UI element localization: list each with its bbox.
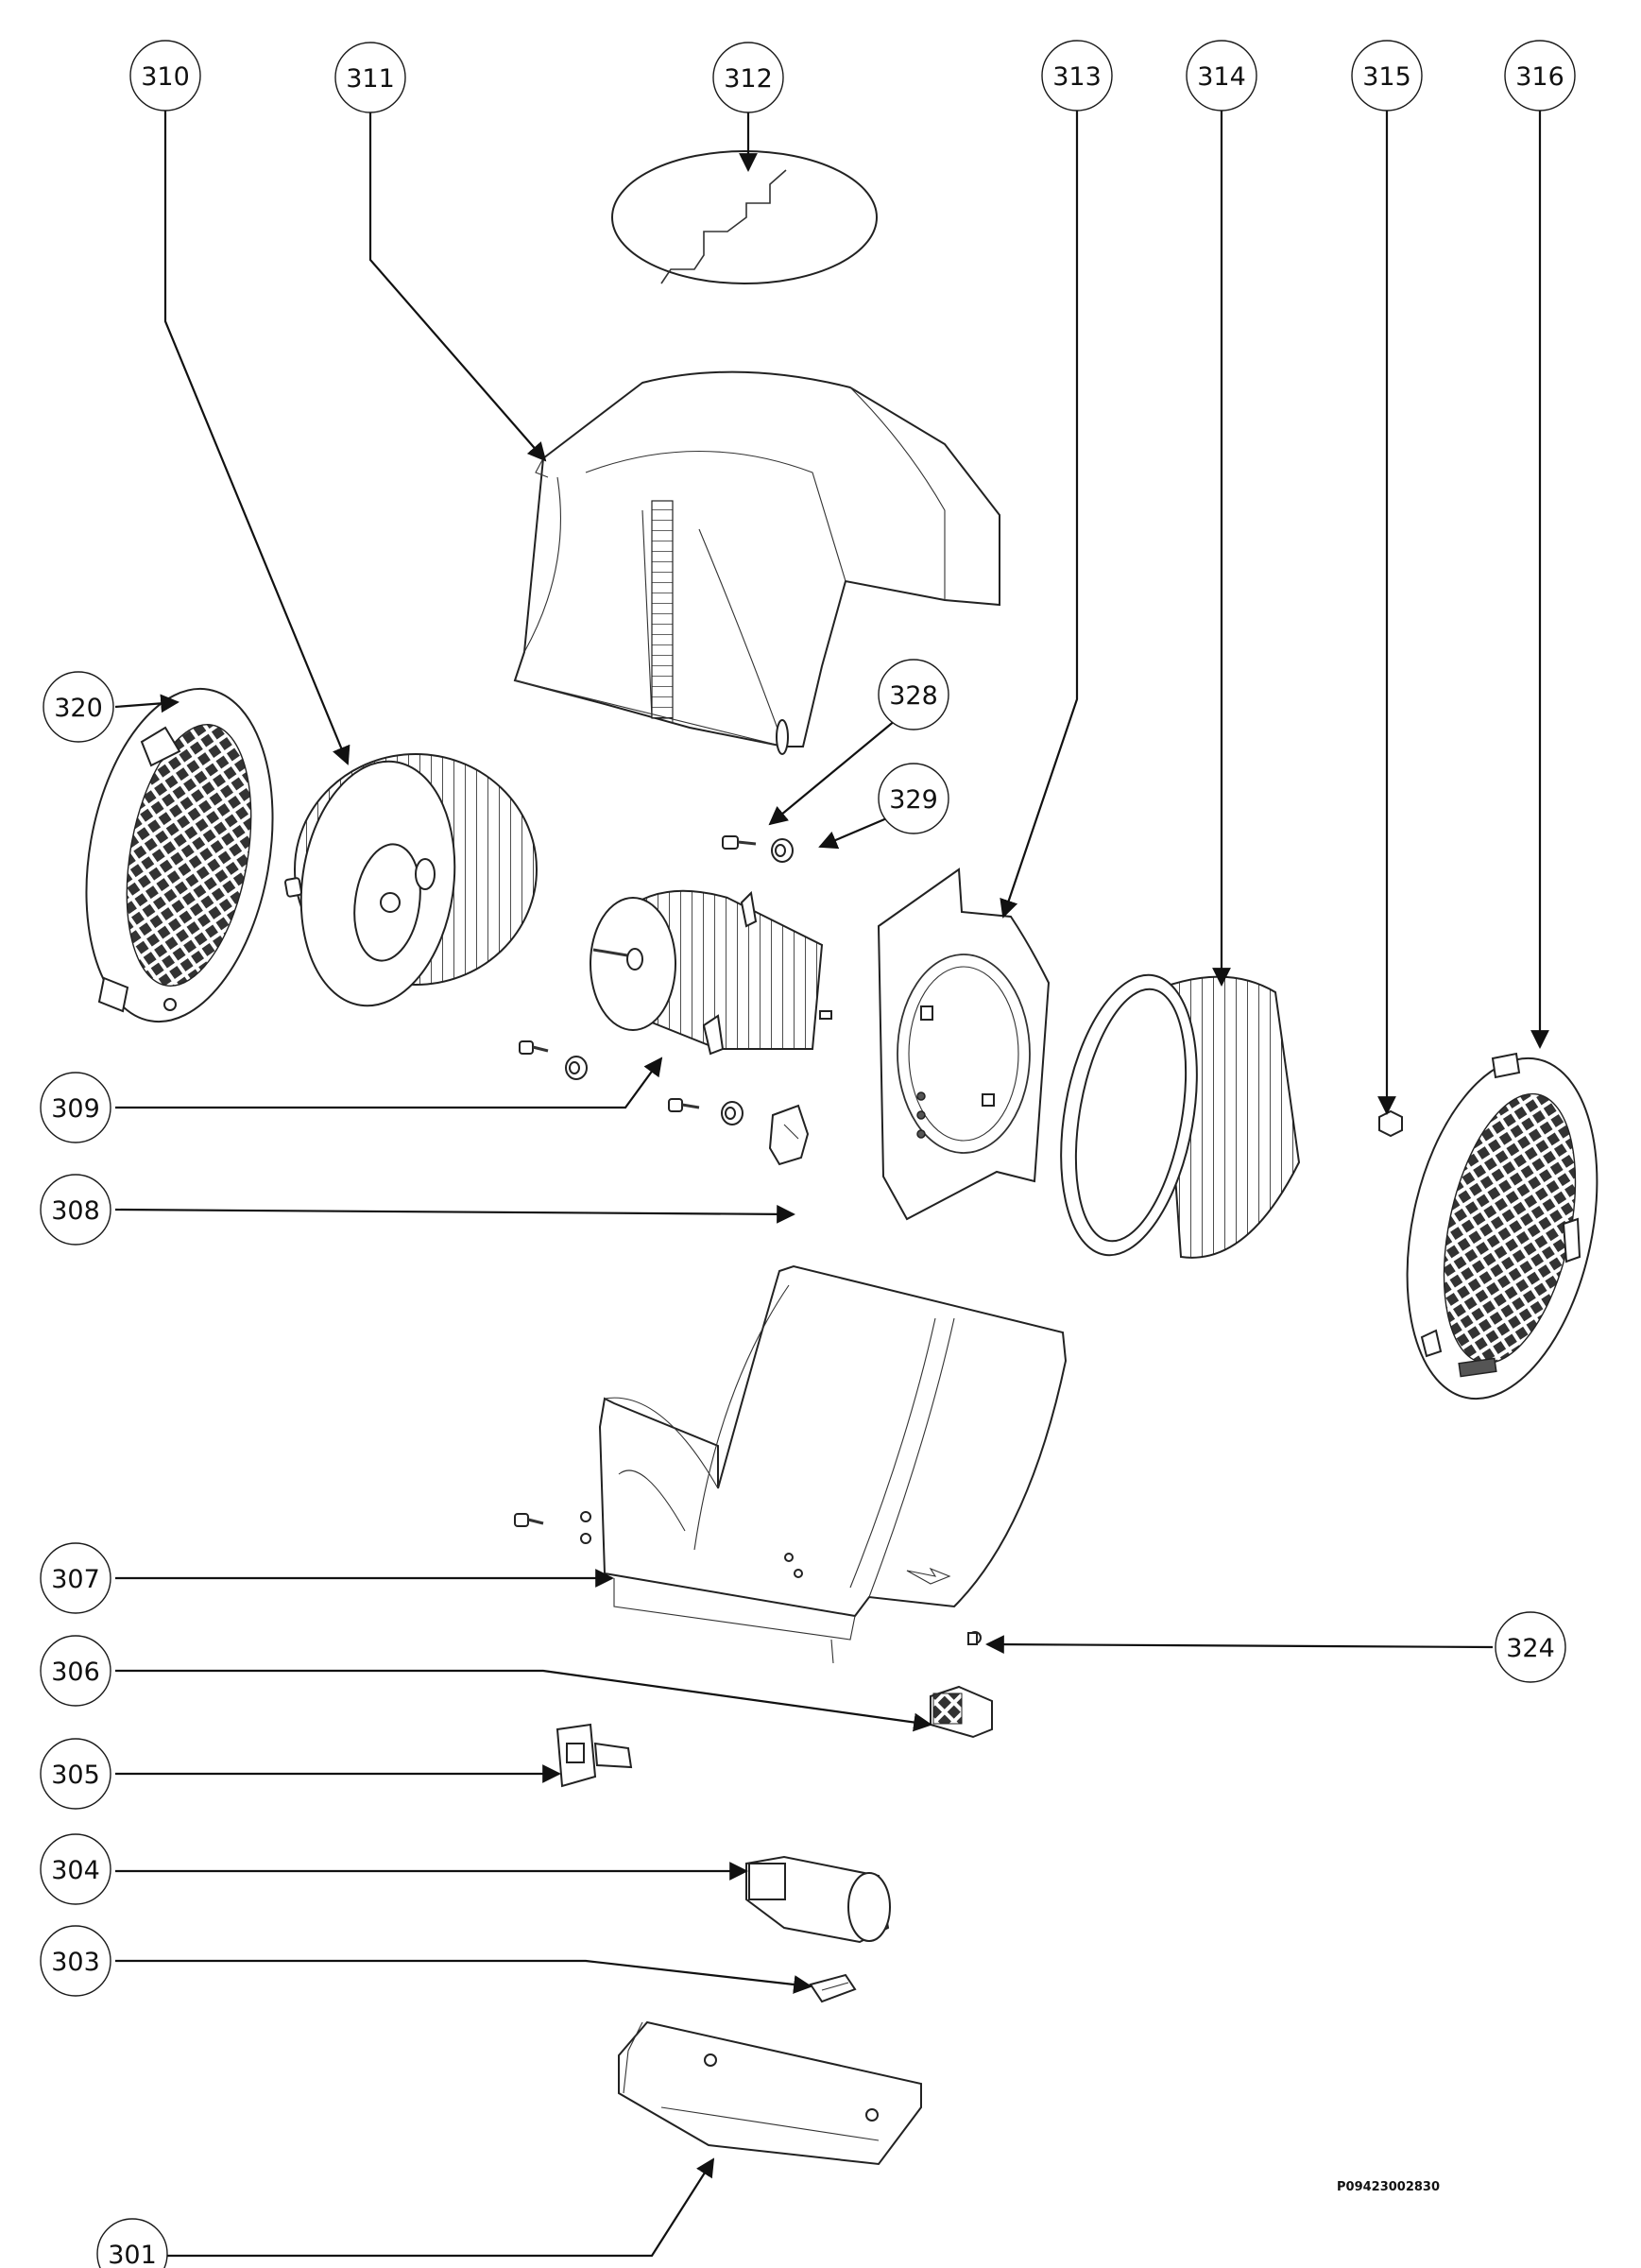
part-303-clip xyxy=(809,1973,857,2003)
callout-320: 320 xyxy=(43,671,114,743)
part-320-left-grille xyxy=(85,687,274,1023)
callout-315-label: 315 xyxy=(1362,62,1411,92)
callout-305-label: 305 xyxy=(51,1761,100,1790)
callout-329: 329 xyxy=(878,763,949,834)
callout-301-label: 301 xyxy=(108,2241,157,2268)
part-304-capacitor xyxy=(745,1855,891,1944)
part-305-terminal xyxy=(556,1723,633,1788)
part-314-right-impeller xyxy=(1060,973,1301,1259)
callout-303: 303 xyxy=(40,1925,111,1997)
callout-313-label: 313 xyxy=(1052,62,1102,92)
drawing-code: P09423002830 xyxy=(1337,2180,1440,2194)
callout-311-label: 311 xyxy=(346,64,395,94)
part-324-screw xyxy=(967,1631,982,1645)
callout-314-label: 314 xyxy=(1197,62,1246,92)
callout-309: 309 xyxy=(40,1072,111,1143)
callout-305: 305 xyxy=(40,1738,111,1810)
callout-308: 308 xyxy=(40,1174,111,1246)
callout-312-label: 312 xyxy=(724,64,773,94)
part-315-nut xyxy=(1378,1109,1403,1138)
callout-304-label: 304 xyxy=(51,1856,100,1885)
callout-303-label: 303 xyxy=(51,1948,100,1977)
callout-307: 307 xyxy=(40,1542,111,1614)
part-312-gasket xyxy=(611,150,878,284)
callout-311: 311 xyxy=(334,42,406,113)
part-313-mounting-plate xyxy=(877,868,1051,1221)
part-301-base-cover xyxy=(618,2020,922,2166)
part-306-connector-block xyxy=(930,1685,993,1739)
callout-312: 312 xyxy=(712,42,784,113)
callout-328-label: 328 xyxy=(889,681,938,711)
callout-329-label: 329 xyxy=(889,785,938,815)
callout-309-label: 309 xyxy=(51,1094,100,1124)
callout-314: 314 xyxy=(1186,40,1257,112)
part-316-right-grille xyxy=(1406,1052,1598,1400)
callout-316-label: 316 xyxy=(1515,62,1564,92)
leader-lines xyxy=(114,99,1549,2258)
callout-310-label: 310 xyxy=(141,62,190,92)
callout-324: 324 xyxy=(1495,1611,1566,1683)
part-308-clip xyxy=(768,1104,810,1166)
callout-304: 304 xyxy=(40,1833,111,1905)
callout-313: 313 xyxy=(1041,40,1113,112)
callout-310: 310 xyxy=(129,40,201,112)
callout-306: 306 xyxy=(40,1635,111,1707)
part-310-left-impeller xyxy=(284,753,538,1007)
callout-307-label: 307 xyxy=(51,1565,100,1594)
callout-301: 301 xyxy=(96,2218,168,2268)
callout-306-label: 306 xyxy=(51,1658,100,1687)
callout-324-label: 324 xyxy=(1506,1634,1555,1663)
callout-320-label: 320 xyxy=(54,694,103,723)
callout-316: 316 xyxy=(1504,40,1576,112)
part-309-motor xyxy=(590,889,832,1056)
motor-screws-set xyxy=(519,835,794,1125)
part-307-lower-housing xyxy=(514,1264,1068,1664)
callout-315: 315 xyxy=(1351,40,1423,112)
callout-328: 328 xyxy=(878,659,949,730)
callout-308-label: 308 xyxy=(51,1196,100,1226)
part-311-upper-housing xyxy=(513,370,1000,755)
